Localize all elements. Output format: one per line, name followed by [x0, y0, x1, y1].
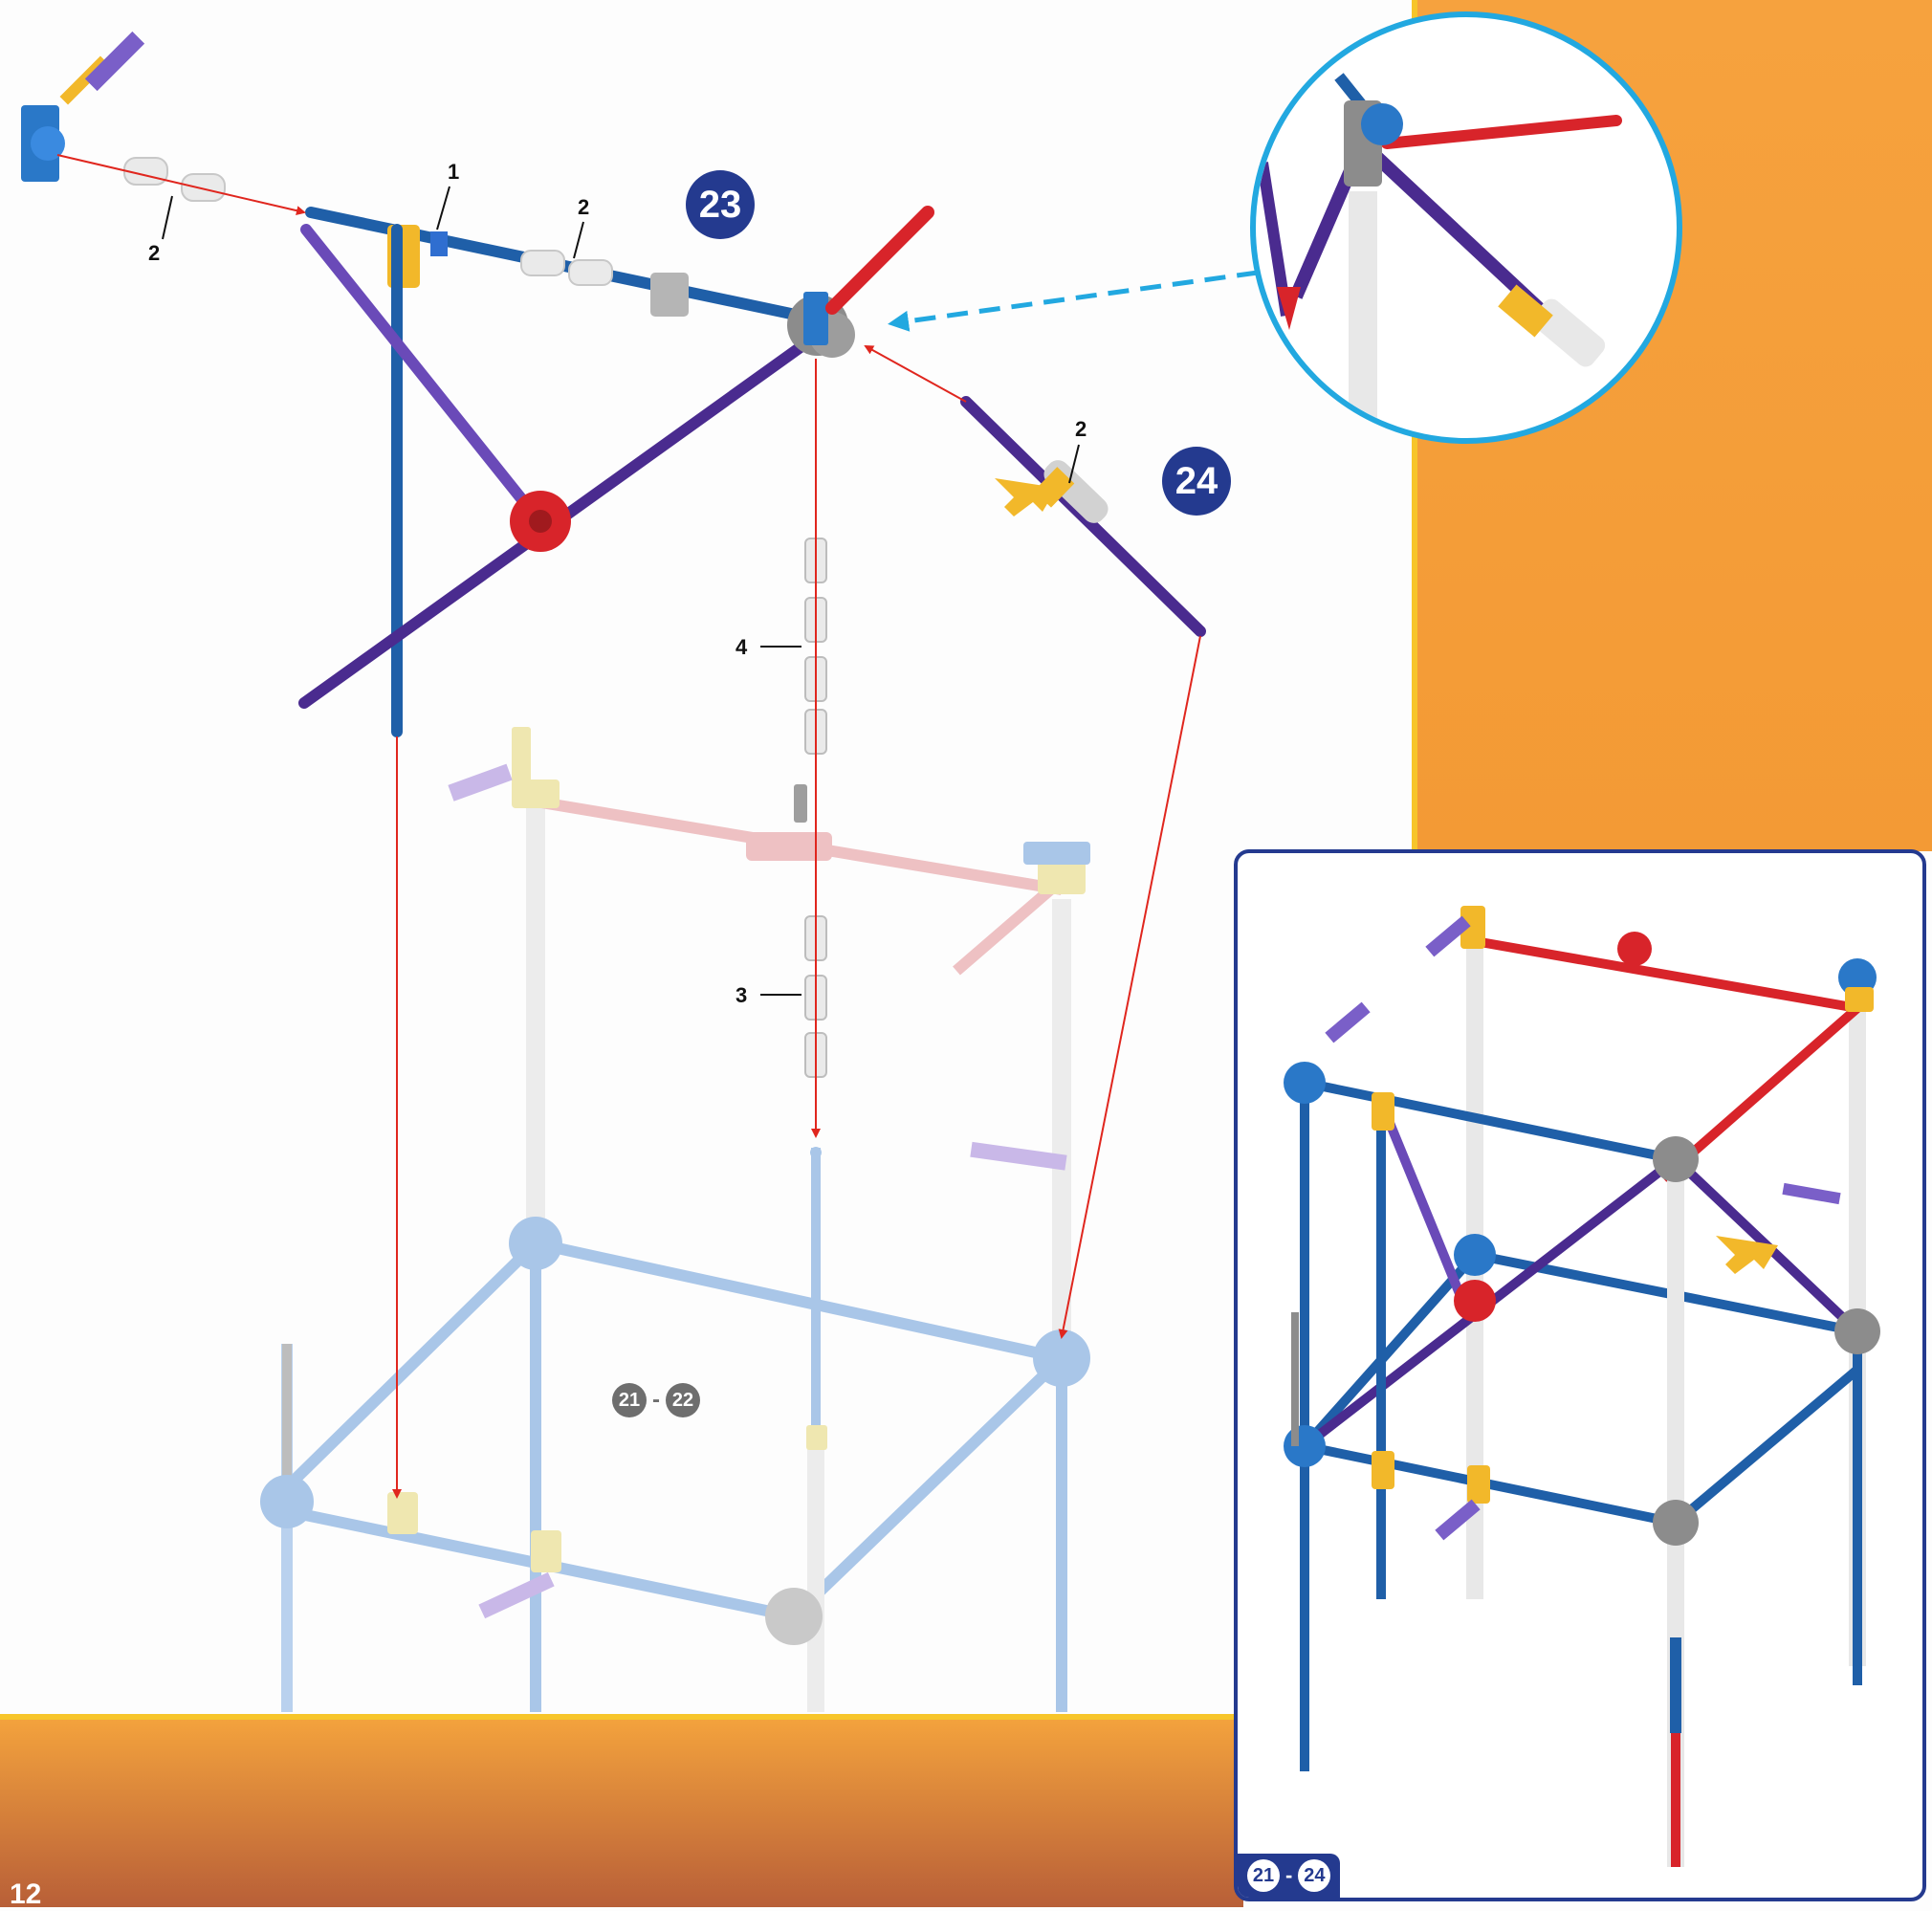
- inset-separator: -: [1285, 1863, 1292, 1888]
- reference-step-from: 21: [612, 1383, 647, 1417]
- page-number: 12: [10, 1878, 41, 1911]
- callout-quantity-2-step-24: 2: [1075, 417, 1087, 442]
- assembly-arrows: [57, 155, 1200, 1497]
- inset-diagram: [1238, 853, 1922, 1898]
- callout-quantity-4: 4: [735, 635, 747, 660]
- reference-separator: -: [652, 1387, 660, 1414]
- inset-step-to: 24: [1298, 1859, 1330, 1892]
- callout-quantity-3: 3: [735, 983, 747, 1008]
- callout-quantity-2-top-left: 2: [148, 241, 160, 266]
- completed-structure-inset: 21 - 24: [1234, 849, 1926, 1901]
- callout-quantity-2-top-rod: 2: [578, 195, 589, 220]
- faded-base-structure: [260, 727, 1090, 1712]
- inset-step-from: 21: [1247, 1859, 1280, 1892]
- step-23-badge: 23: [686, 170, 755, 239]
- inset-steps-label: 21 - 24: [1238, 1854, 1340, 1898]
- step-24-badge: 24: [1162, 447, 1231, 516]
- previous-steps-reference: 21 - 22: [612, 1383, 700, 1417]
- reference-step-to: 22: [666, 1383, 700, 1417]
- step-23-assembly: [21, 32, 928, 732]
- detail-magnifier: [893, 14, 1680, 450]
- callout-part-1: 1: [448, 160, 459, 185]
